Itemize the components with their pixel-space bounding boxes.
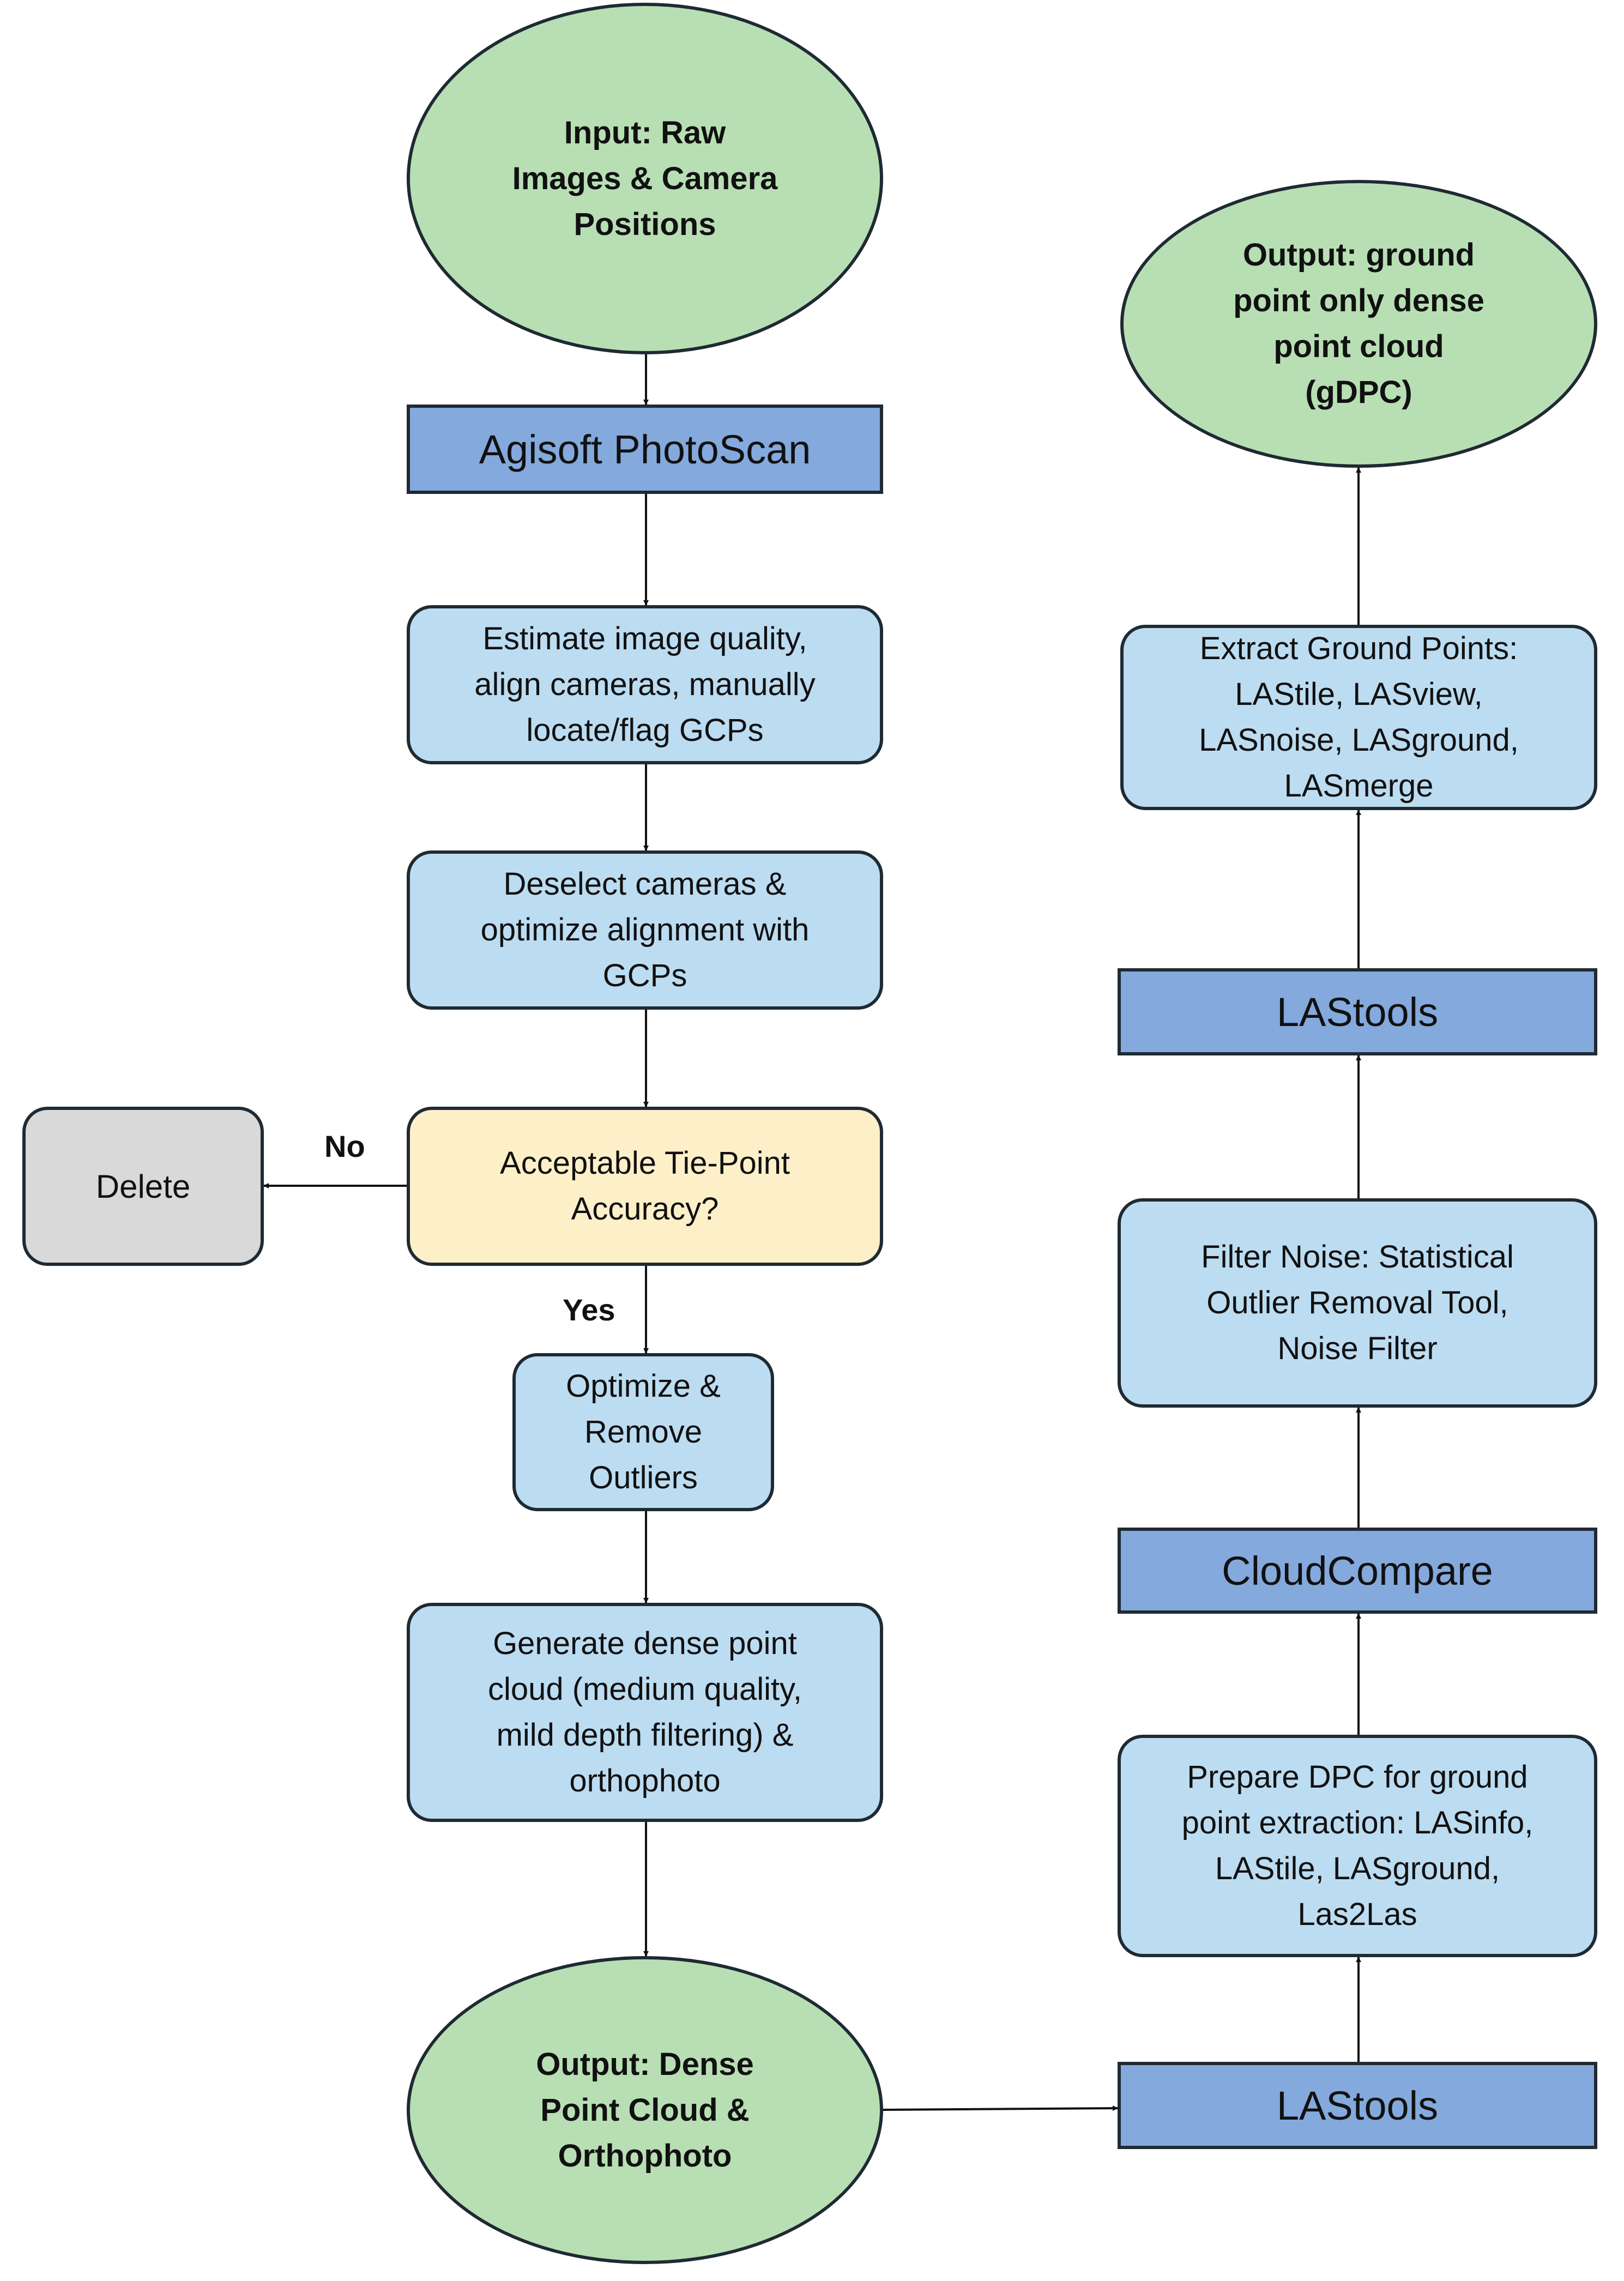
input-terminal: Input: Raw Images & Camera Positions: [407, 3, 883, 354]
output-gdpc-terminal: Output: ground point only dense point cl…: [1120, 180, 1597, 468]
extract-step: Extract Ground Points: LAStile, LASview,…: [1120, 625, 1597, 810]
output-dense-terminal: Output: Dense Point Cloud & Orthophoto: [407, 1956, 883, 2264]
no-label: No: [324, 1129, 365, 1163]
generate-step: Generate dense point cloud (medium quali…: [407, 1603, 883, 1822]
optimize-step: Optimize & Remove Outliers: [512, 1353, 774, 1511]
cloudcompare-box: CloudCompare: [1118, 1528, 1597, 1614]
lastools-top-box: LAStools: [1118, 968, 1597, 1055]
delete-box: Delete: [22, 1107, 264, 1266]
filter-step: Filter Noise: Statistical Outlier Remova…: [1118, 1198, 1597, 1408]
deselect-step: Deselect cameras & optimize alignment wi…: [407, 850, 883, 1010]
arrow-output-to-lastools: [883, 2105, 1118, 2111]
estimate-step: Estimate image quality, align cameras, m…: [407, 605, 883, 764]
lastools-bottom-box: LAStools: [1118, 2062, 1597, 2149]
agisoft-photoscan-box: Agisoft PhotoScan: [407, 405, 883, 494]
yes-label: Yes: [563, 1293, 615, 1327]
prepare-step: Prepare DPC for ground point extraction:…: [1118, 1735, 1597, 1957]
tie-point-decision: Acceptable Tie-Point Accuracy?: [407, 1107, 883, 1266]
